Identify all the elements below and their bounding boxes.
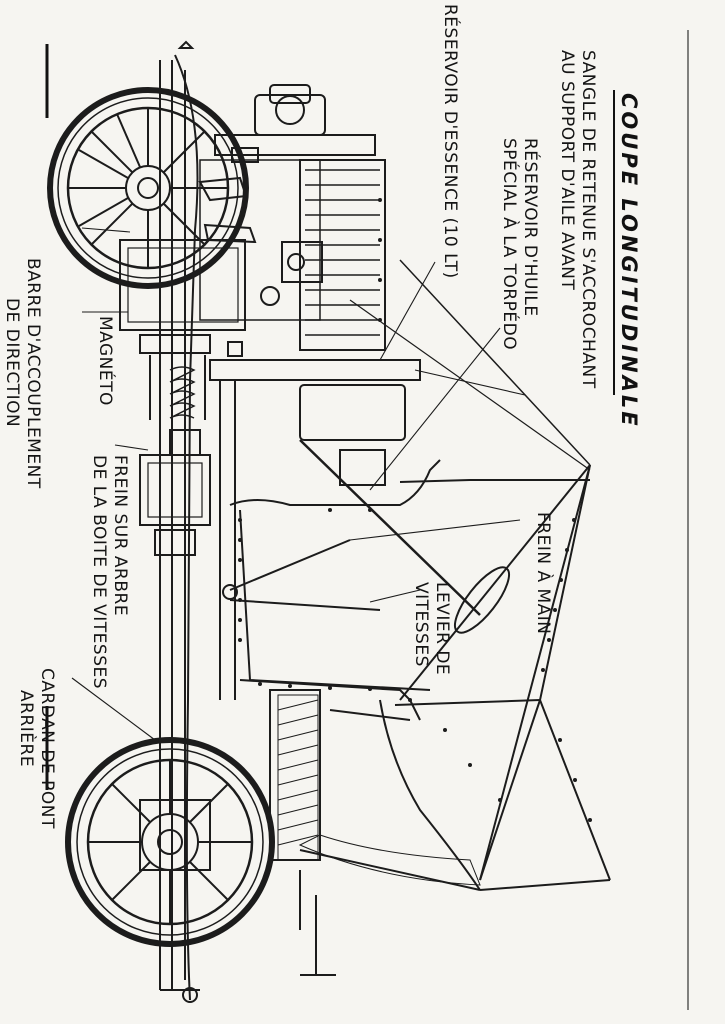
label-reservoir-huile-line1: RÉSERVOIR D'HUILE (520, 138, 542, 317)
diagram-title: COUPE LONGITUDINALE (617, 93, 641, 429)
leader-lines (71, 227, 526, 741)
label-reservoir-huile-line2: SPÉCIAL À LA TORPÉDO (499, 138, 521, 350)
label-levier-line1: LEVIER DE (432, 582, 452, 675)
folding-top (349, 259, 611, 891)
levers (222, 479, 590, 611)
label-reservoir-essence: RÉSERVOIR D'ESSENCE (10 LT) (440, 4, 462, 279)
seat-cushion (277, 694, 481, 886)
label-frein-main: FREIN À MAIN (533, 512, 555, 635)
engine-block (119, 84, 376, 420)
label-frein-arbre-line2: DE LA BOITE DE VITESSES (89, 455, 109, 689)
label-levier-line2: VITESSES (411, 582, 431, 667)
rivets (238, 198, 592, 822)
label-magneto: MAGNÉTO (95, 316, 117, 406)
label-sangle-line2: AU SUPPORT D'AILE AVANT (557, 50, 577, 290)
label-sangle-line1: SANGLE DE RETENUE S'ACCROCHANT (578, 50, 598, 389)
gearbox (139, 429, 211, 556)
dashboard-panel (209, 359, 421, 700)
front-wheel (47, 87, 249, 289)
rear-wheel (65, 737, 275, 947)
label-frein-arbre-line1: FREIN SUR ARBRE (110, 455, 130, 616)
front-spring (169, 366, 196, 419)
label-barre-line2: DE DIRECTION (2, 298, 22, 427)
label-cardan-line1: CARDAN DE PONT (37, 668, 57, 829)
steering-column (299, 439, 510, 634)
label-barre-line1: BARRE D'ACCOUPLEMENT (23, 258, 43, 489)
label-cardan-line2: ARRIÈRE (16, 690, 38, 767)
radiator-fins (299, 159, 386, 351)
